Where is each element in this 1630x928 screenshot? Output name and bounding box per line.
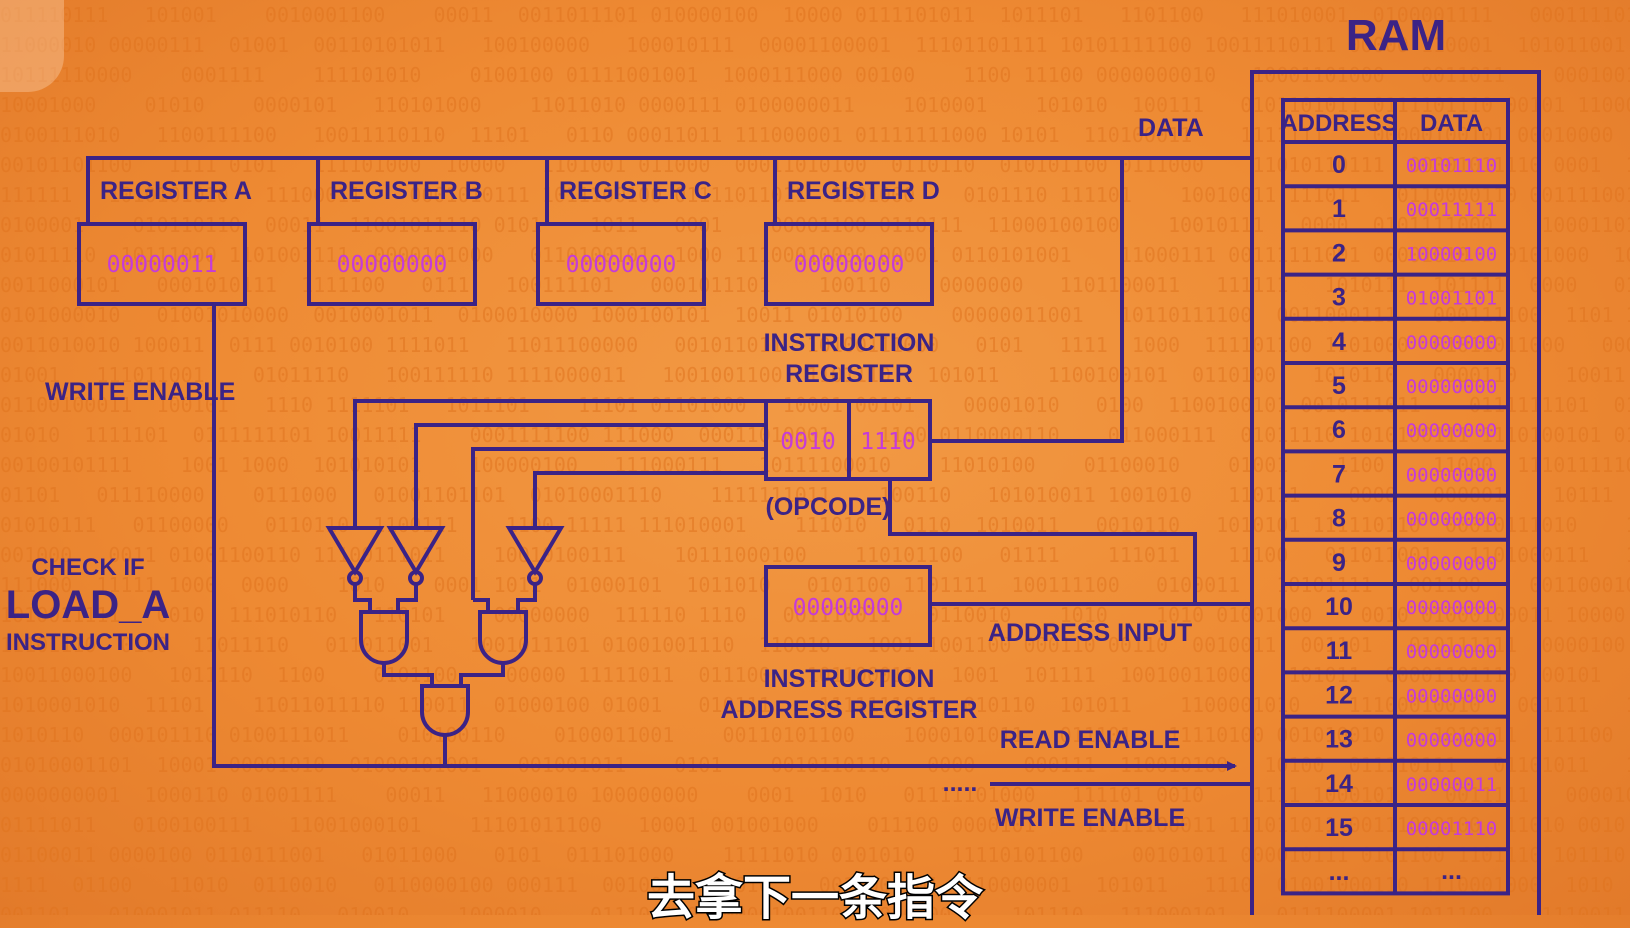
and-gate-2 bbox=[478, 610, 528, 665]
register-b-label: REGISTER B bbox=[330, 177, 483, 205]
and-gate-3 bbox=[420, 684, 470, 737]
not3-to-and2-wire bbox=[516, 584, 537, 612]
register-b-value: 00000000 bbox=[337, 252, 448, 278]
opcode-value: 0010 bbox=[780, 429, 835, 455]
ram-address-cell: 4 bbox=[1332, 328, 1346, 356]
ram-address-cell: 2 bbox=[1332, 239, 1346, 267]
load-a-label: LOAD_A bbox=[6, 583, 170, 627]
ram-title: RAM bbox=[1346, 11, 1446, 60]
ram-address-cell: 14 bbox=[1325, 770, 1353, 798]
register-a-write-enable-wire bbox=[212, 304, 445, 768]
ram-data-cell: 00000000 bbox=[1406, 376, 1498, 398]
opcode-bit-wire-4 bbox=[533, 471, 766, 528]
opcode-bit-wire-2 bbox=[414, 423, 766, 528]
register-c-box bbox=[536, 222, 706, 306]
ram-address-cell: 6 bbox=[1332, 416, 1346, 444]
operand-address-wire bbox=[888, 479, 1197, 604]
read-enable-label: READ ENABLE bbox=[1000, 726, 1181, 754]
ram-data-cell: ... bbox=[1441, 857, 1462, 885]
register-c-label: REGISTER C bbox=[559, 177, 712, 205]
ram-data-cell: 00011111 bbox=[1406, 199, 1498, 221]
ram-data-cell: 00000000 bbox=[1406, 332, 1498, 354]
not2-to-and1-wire bbox=[396, 584, 418, 612]
register-d-box bbox=[764, 222, 934, 306]
ram-data-cell: 00001110 bbox=[1406, 818, 1498, 840]
write-enable-dots: ..... bbox=[943, 769, 978, 797]
operand-value: 1110 bbox=[860, 429, 915, 455]
ram-address-cell: 10 bbox=[1325, 593, 1353, 621]
data-bus-label: DATA bbox=[1138, 114, 1204, 142]
instruction-register-label-2: REGISTER bbox=[785, 360, 913, 388]
ram-data-cell: 10000100 bbox=[1406, 243, 1498, 265]
register-a-label: REGISTER A bbox=[100, 177, 252, 205]
ram-data-cell: 00000000 bbox=[1406, 597, 1498, 619]
ram-address-header: ADDRESS bbox=[1280, 110, 1397, 137]
not-gate-2 bbox=[386, 526, 446, 586]
ram-address-cell: 8 bbox=[1332, 505, 1346, 533]
ram-data-cell: 00000000 bbox=[1406, 464, 1498, 486]
ram-address-cell: 15 bbox=[1325, 814, 1353, 842]
video-subtitle: 去拿下一条指令 bbox=[645, 869, 984, 928]
instruction-data-wire bbox=[932, 158, 1124, 443]
ram-address-cell: 3 bbox=[1332, 284, 1346, 312]
opcode-label: (OPCODE) bbox=[766, 493, 891, 521]
not1-to-and1-wire bbox=[353, 584, 372, 612]
ram-table: ADDRESS DATA 0 00101110 1 00011111 2 10000100 3 0… bbox=[1280, 98, 1510, 896]
write-enable-left-label: WRITE ENABLE bbox=[45, 378, 235, 406]
channel-logo bbox=[0, 0, 64, 92]
ram-data-header: DATA bbox=[1420, 110, 1483, 137]
ram-data-cell: 00000000 bbox=[1406, 730, 1498, 752]
register-a-value: 00000011 bbox=[107, 252, 218, 278]
instruction-address-label-1: INSTRUCTION bbox=[764, 665, 935, 693]
ram-data-cell: 00000000 bbox=[1406, 509, 1498, 531]
register-d-label: REGISTER D bbox=[787, 177, 940, 205]
instruction-label: INSTRUCTION bbox=[6, 629, 170, 656]
ram-address-cell: 9 bbox=[1332, 549, 1346, 577]
register-c-value: 00000000 bbox=[566, 252, 677, 278]
instruction-address-label-2: ADDRESS REGISTER bbox=[721, 696, 978, 724]
check-if-label: CHECK IF bbox=[31, 554, 144, 581]
ram-data-cell: 00000000 bbox=[1406, 685, 1498, 707]
ram-data-cell: 00000000 bbox=[1406, 420, 1498, 442]
not-gate-3 bbox=[505, 526, 565, 586]
ram-data-cell: 00101110 bbox=[1406, 155, 1498, 177]
ram-data-cell: 00000011 bbox=[1406, 774, 1498, 796]
ram-address-cell: 11 bbox=[1326, 637, 1353, 665]
and1-to-and3-wire bbox=[382, 663, 434, 686]
instruction-register-label-1: INSTRUCTION bbox=[764, 329, 935, 357]
register-b-box bbox=[307, 222, 477, 306]
ram-address-cell: 7 bbox=[1332, 460, 1346, 488]
ram-outer-box bbox=[1250, 70, 1541, 915]
opcode-bit-wire-3 bbox=[471, 447, 766, 600]
and2-to-and3-wire bbox=[459, 663, 505, 686]
register-d-value: 00000000 bbox=[794, 252, 905, 278]
ram-address-cell: 12 bbox=[1325, 681, 1353, 709]
opcode-bit-wire-1 bbox=[353, 399, 766, 528]
address-input-label: ADDRESS INPUT bbox=[988, 619, 1192, 647]
ram-address-cell: 13 bbox=[1325, 726, 1353, 754]
ram-data-cell: 00000000 bbox=[1406, 553, 1498, 575]
ram-address-cell: 1 bbox=[1332, 195, 1346, 223]
write-enable-right-label: WRITE ENABLE bbox=[995, 804, 1185, 832]
ram-data-cell: 01001101 bbox=[1406, 288, 1498, 310]
ram-address-cell: 0 bbox=[1332, 151, 1346, 179]
ram-data-cell: 00000000 bbox=[1406, 641, 1498, 663]
ram-address-cell: 5 bbox=[1332, 372, 1346, 400]
not-gate-1 bbox=[325, 526, 385, 586]
bit3-to-and2-wire bbox=[473, 598, 490, 612]
register-a-box bbox=[77, 222, 247, 306]
and-gate-1 bbox=[359, 610, 409, 665]
ram-address-cell: ... bbox=[1329, 858, 1350, 886]
instruction-address-value: 00000000 bbox=[793, 595, 904, 621]
